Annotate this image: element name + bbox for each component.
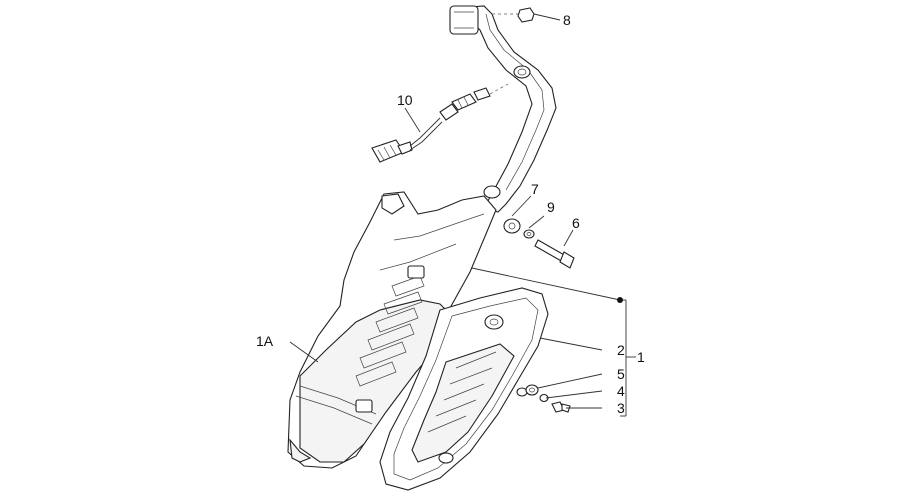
callout-4: 4 [617,383,625,399]
callout-7: 7 [531,181,539,197]
callout-6: 6 [572,215,580,231]
part-9-washer [523,229,535,239]
part-6-bolt [534,239,575,269]
callout-9: 9 [547,199,555,215]
callout-2: 2 [617,342,625,358]
callout-1a: 1A [256,333,274,349]
assembly-dot [617,297,623,303]
part-5-grommet [525,384,539,396]
callout-8: 8 [563,12,571,28]
part-7-washer [503,218,521,234]
callout-10: 10 [397,92,413,108]
exhaust-pipe [449,5,557,213]
part-10-lambda-sensor [371,83,509,163]
callout-1: 1 [637,349,645,365]
leader-lines [289,13,636,417]
part-8-nut [492,7,535,23]
callout-5: 5 [617,366,625,382]
part-1a-silencer [287,185,501,469]
part-3-screw [551,401,571,413]
callout-3: 3 [617,400,625,416]
part-2-heat-shield [379,287,549,491]
silencer-ribs [355,275,425,387]
